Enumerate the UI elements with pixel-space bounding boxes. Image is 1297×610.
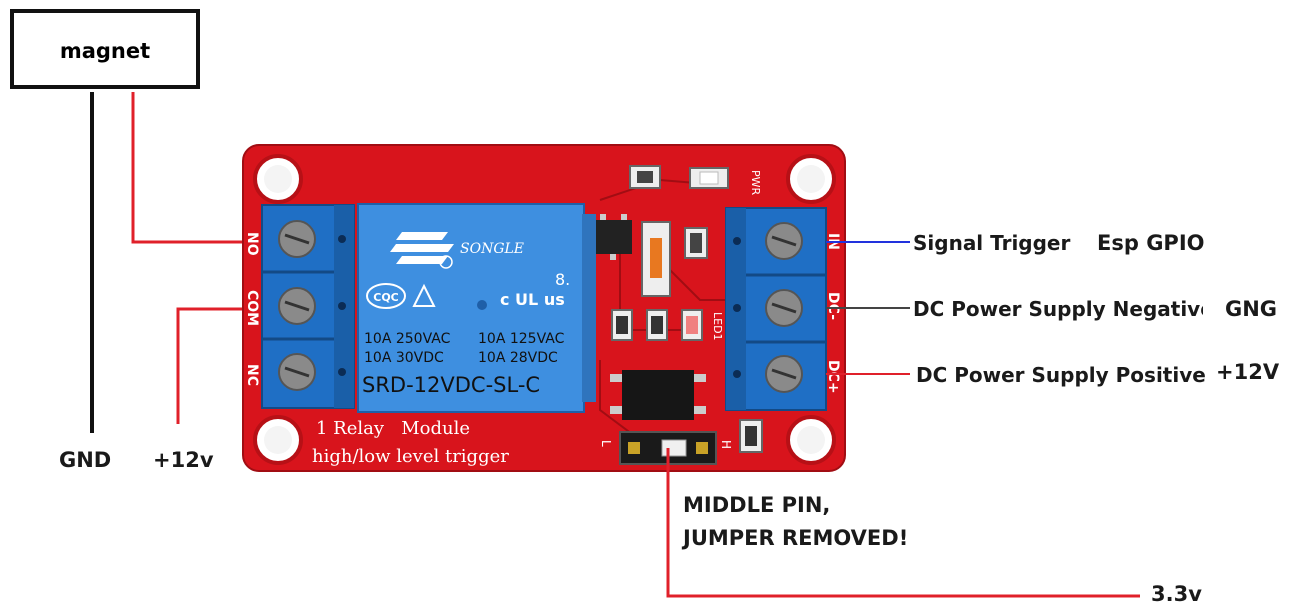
relay-board: NO COM NC SONGLE CQC	[242, 144, 846, 472]
svg-text:c UL us: c UL us	[500, 290, 565, 309]
pwr-label: PWR	[749, 170, 762, 196]
mount-hole-icon	[786, 154, 836, 204]
smd-components	[596, 165, 763, 453]
screw-icon	[278, 220, 316, 258]
songle-logo-icon	[390, 232, 454, 269]
gng-label: GNG	[1225, 297, 1278, 321]
jumper-l-label: L	[599, 440, 613, 447]
jumper-h-label: H	[719, 440, 733, 449]
v33-label: 3.3v	[1151, 582, 1202, 606]
led1-label: LED1	[711, 312, 724, 341]
relay-brand: SONGLE	[460, 241, 524, 257]
pin-nc-label: NC	[244, 364, 260, 386]
relay-component: SONGLE CQC c UL us 8. 10A 250VAC 10A 125…	[357, 203, 596, 413]
jumper-note-line1: MIDDLE PIN,	[683, 493, 831, 517]
jumper-note-line2: JUMPER REMOVED!	[683, 526, 909, 550]
magnet-label: magnet	[59, 39, 151, 63]
plus12-com-wire	[176, 307, 262, 424]
svg-text:CQC: CQC	[373, 291, 399, 304]
mount-hole-icon	[253, 154, 303, 204]
left-terminal-block	[261, 204, 355, 409]
dc-positive-label: DC Power Supply Positive	[916, 363, 1206, 387]
ul-logo-icon: c UL us	[500, 290, 565, 309]
pin-no-label: NO	[244, 232, 260, 256]
relay-rating-1a: 10A 250VAC	[364, 331, 451, 347]
mount-hole-icon	[786, 415, 836, 465]
warning-triangle-icon	[412, 283, 436, 307]
pin-com-label: COM	[244, 290, 260, 326]
signal-trigger-label: Signal Trigger	[913, 231, 1071, 255]
pin-dcp-label: DC+	[825, 360, 841, 394]
esp-gpio-label: Esp GPIO	[1097, 231, 1205, 255]
v33-wire	[666, 448, 1140, 598]
cqc-logo-icon: CQC	[366, 283, 406, 309]
magnet-no-wire	[131, 92, 262, 244]
magnet-box: magnet	[10, 9, 200, 89]
screw-icon	[278, 353, 316, 391]
gnd-label: GND	[59, 448, 112, 472]
dc-negative-label: DC Power Supply Negative	[913, 297, 1203, 321]
relay-model: SRD-12VDC-SL-C	[362, 373, 540, 397]
screw-icon	[765, 289, 803, 327]
screw-icon	[765, 222, 803, 260]
pin-dcm-label: DC-	[825, 292, 841, 320]
board-module-line2: high/low level trigger	[312, 446, 509, 467]
right-terminal-block	[725, 207, 827, 411]
screw-icon	[278, 287, 316, 325]
board-module-line1: 1 Relay Module	[316, 418, 470, 439]
plus12v-right-label: +12V	[1216, 360, 1280, 384]
relay-rating-1b: 10A 125VAC	[478, 331, 565, 347]
screw-icon	[765, 355, 803, 393]
plus12-left-label: +12v	[153, 448, 214, 472]
svg-text:8.: 8.	[555, 270, 570, 289]
relay-rating-2b: 10A 28VDC	[478, 350, 558, 366]
relay-rating-2a: 10A 30VDC	[364, 350, 444, 366]
mount-hole-icon	[253, 415, 303, 465]
